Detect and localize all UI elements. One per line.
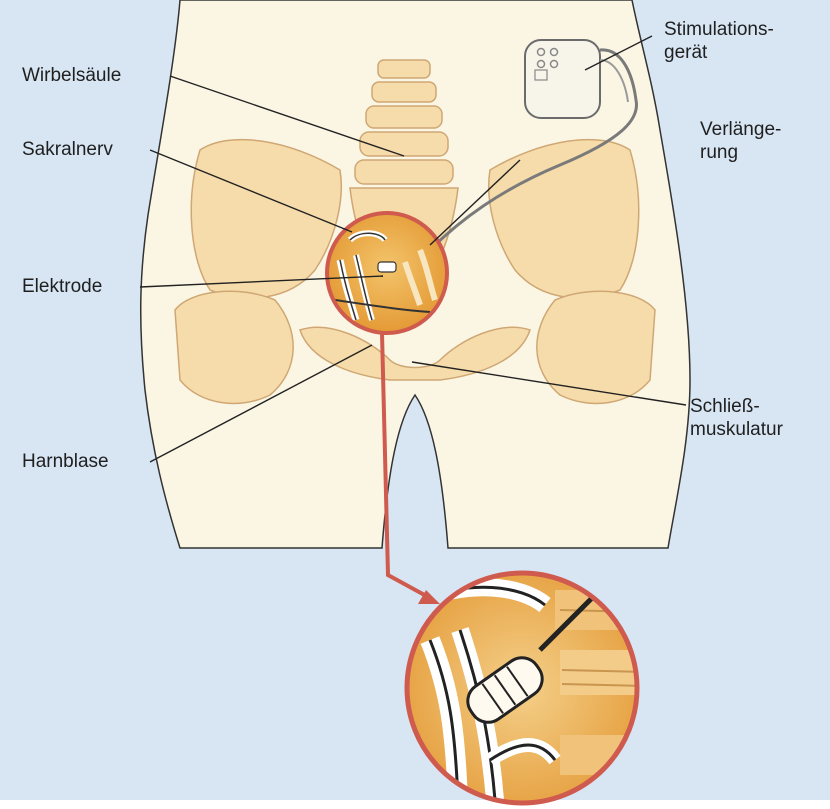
stimulation-device: [525, 40, 600, 118]
label-sakralnerv: Sakralnerv: [22, 138, 113, 161]
label-elektrode: Elektrode: [22, 275, 102, 298]
label-schliessmuskulatur: Schließ- muskulatur: [690, 395, 783, 441]
right-hip: [537, 291, 655, 403]
bottom-white-strip: [0, 800, 830, 809]
label-stimulationsgeraet: Stimulations- gerät: [664, 18, 774, 64]
label-wirbelsaeule: Wirbelsäule: [22, 64, 121, 87]
label-harnblase: Harnblase: [22, 450, 109, 473]
label-verlaengerung: Verlänge- rung: [700, 118, 781, 164]
left-hip: [175, 291, 293, 403]
